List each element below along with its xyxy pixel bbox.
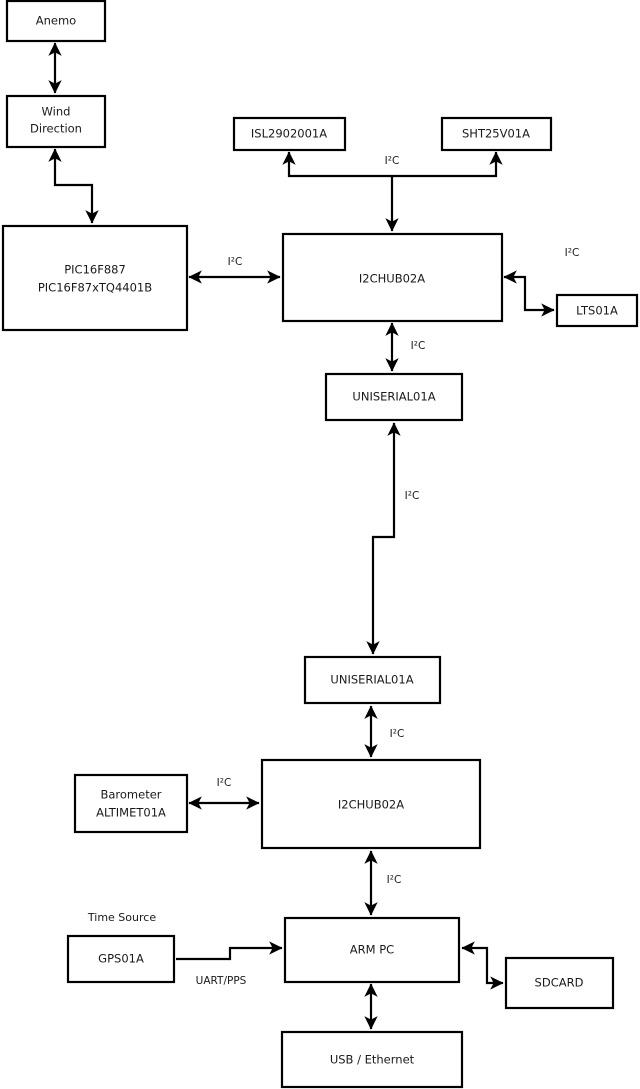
node-i2chub02a-bottom-label: I2CHUB02A [338,798,404,812]
node-isl2902001a-label: ISL2902001A [251,127,327,141]
node-uniserial01a-bottom-box[interactable] [303,655,442,705]
node-usb-ethernet-box[interactable] [280,1030,464,1089]
label-time-source: Time Source [87,911,156,924]
node-sht25v01a[interactable]: SHT25V01A [440,116,553,152]
node-sht25v01a-label: SHT25V01A [462,127,530,141]
node-arm-pc[interactable]: ARM PC [283,916,461,984]
node-usb-ethernet[interactable]: USB / Ethernet [280,1030,464,1089]
node-sht25v01a-box[interactable] [440,116,553,152]
node-uniserial01a-top-label: UNISERIAL01A [352,390,435,404]
node-isl2902001a-box[interactable] [232,116,347,152]
node-pic[interactable]: PIC16F887 PIC16F87xTQ4401B [1,224,189,332]
node-lts01a-box[interactable] [555,293,639,328]
node-gps01a-box[interactable] [66,934,176,984]
node-anemo[interactable]: Anemo [5,0,107,43]
node-barometer-label-line2: ALTIMET01A [96,806,166,820]
node-lts01a[interactable]: LTS01A [555,293,639,328]
node-pic-box[interactable] [1,224,189,332]
edge-label-hub-lts: I²C [565,247,580,259]
edge-label-uniserial-link: I²C [405,490,420,502]
node-sdcard-box[interactable] [504,956,615,1010]
edge-label-uniserial-bottom-hub: I²C [390,728,405,740]
node-uniserial01a-top-box[interactable] [324,372,464,422]
edge-label-pic-hub: I²C [228,256,243,268]
edge-label-hub-armpc: I²C [387,874,402,886]
node-barometer-label-line1: Barometer [100,788,161,802]
node-lts01a-label: LTS01A [576,304,618,318]
connector-wind-direction-pic [48,148,99,224]
node-i2chub02a-top-box[interactable] [281,232,504,323]
edge-label-hub-sensors: I²C [385,155,400,167]
node-gps01a-label: GPS01A [98,952,144,966]
node-uniserial01a-bottom-label: UNISERIAL01A [330,673,413,687]
edge-label-hub-uniserial-top: I²C [411,340,426,352]
connector-hub-lts [503,270,555,317]
edge-label-gps-armpc: UART/PPS [196,975,247,987]
connector-armpc-sdcard [461,941,504,990]
node-wind-direction-label-line2: Direction [30,122,82,136]
node-i2chub02a-top[interactable]: I2CHUB02A [281,232,504,323]
connector-gps-armpc [176,941,283,961]
node-uniserial01a-bottom[interactable]: UNISERIAL01A [303,655,442,705]
node-barometer-box[interactable] [73,773,189,834]
node-wind-direction-box[interactable] [5,94,107,149]
node-i2chub02a-bottom-box[interactable] [260,758,482,850]
node-arm-pc-label: ARM PC [350,943,394,957]
node-pic-label-line1: PIC16F887 [64,263,126,277]
node-wind-direction-label-line1: Wind [42,105,71,119]
node-uniserial01a-top[interactable]: UNISERIAL01A [324,372,464,422]
node-isl2902001a[interactable]: ISL2902001A [232,116,347,152]
node-usb-ethernet-label: USB / Ethernet [330,1053,415,1067]
connector-uniserial-link [366,422,401,655]
node-i2chub02a-top-label: I2CHUB02A [359,272,425,286]
node-pic-label-line2: PIC16F87xTQ4401B [38,281,152,295]
node-sdcard-label: SDCARD [535,976,584,990]
node-anemo-label: Anemo [36,14,76,28]
node-gps01a[interactable]: GPS01A [66,934,176,984]
node-wind-direction[interactable]: Wind Direction [5,94,107,149]
node-anemo-box[interactable] [5,0,107,43]
node-barometer[interactable]: Barometer ALTIMET01A [73,773,189,834]
edge-label-barometer-hub: I²C [217,777,232,789]
node-sdcard[interactable]: SDCARD [504,956,615,1010]
node-i2chub02a-bottom[interactable]: I2CHUB02A [260,758,482,850]
node-arm-pc-box[interactable] [283,916,461,984]
